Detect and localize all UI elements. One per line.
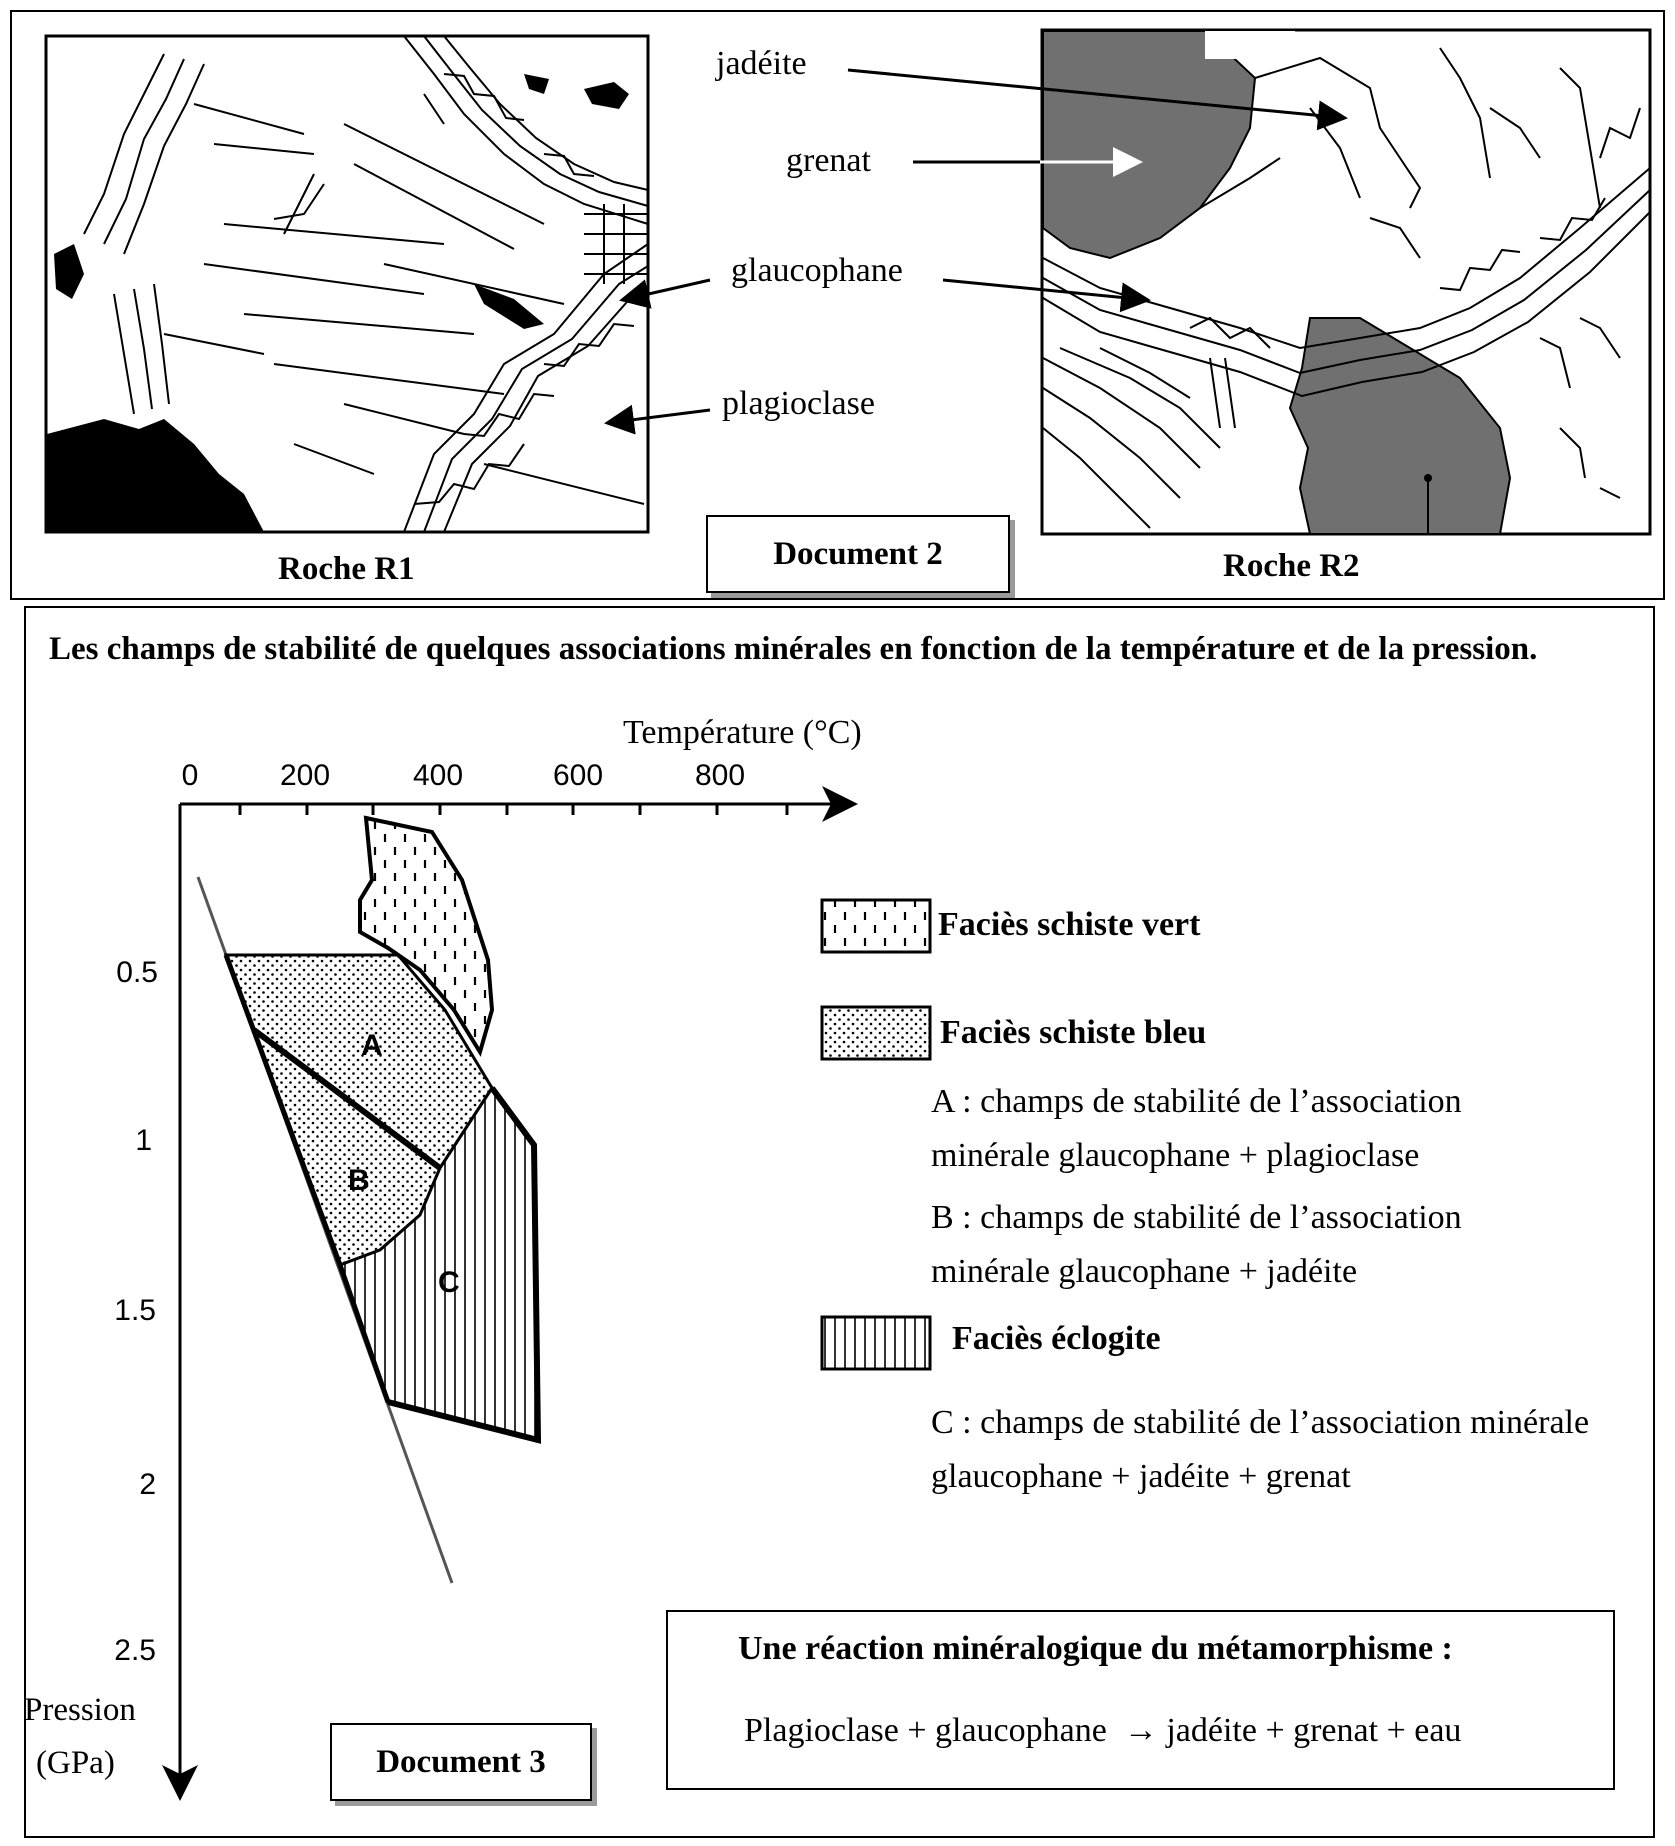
- label-plagioclase: plagioclase: [722, 385, 875, 422]
- x-axis-ticks: [238, 804, 789, 815]
- legend-eclogite: Faciès éclogite: [952, 1320, 1161, 1357]
- document2-frame: [10, 10, 1665, 600]
- r1-black-mass-left: [54, 244, 84, 299]
- glaucophane-arrow-r1: [619, 278, 711, 309]
- region-label-C: C: [438, 1266, 460, 1299]
- legend-swatch-schiste-bleu: [820, 1005, 932, 1061]
- r1-black-mass-bottom: [47, 419, 264, 532]
- x-tick-800: 800: [695, 759, 745, 792]
- document2-arrows: [604, 68, 1348, 435]
- reaction-equation: Plagioclase + glaucophane → jadéite + gr…: [744, 1712, 1462, 1749]
- x-tick-200: 200: [280, 759, 330, 792]
- document3-frame: [24, 606, 1655, 1838]
- jadeite-arrow: [847, 68, 1348, 131]
- y-tick-1.5: 1.5: [114, 1294, 156, 1327]
- grenat-mass-bottom: [1288, 317, 1512, 535]
- x-axis-label: Température (°C): [623, 714, 862, 751]
- rock-r1-label: Roche R1: [278, 551, 415, 587]
- glaucophane-arrow-r2: [942, 278, 1151, 313]
- label-glaucophane: glaucophane: [731, 252, 903, 289]
- legend-schiste-vert: Faciès schiste vert: [938, 906, 1201, 943]
- x-tick-600: 600: [553, 759, 603, 792]
- field-schiste-vert: [358, 815, 495, 1057]
- y-tick-1: 1: [135, 1124, 152, 1157]
- boundary-A-B: [252, 1027, 442, 1171]
- y-tick-2.5: 2.5: [114, 1634, 156, 1667]
- region-label-A: A: [361, 1029, 383, 1062]
- label-jadeite: jadéite: [716, 45, 807, 82]
- y-axis-label-line1: Pression: [24, 1692, 136, 1728]
- y-tick-2: 2: [139, 1468, 156, 1501]
- rock-r1-drawing: [44, 34, 650, 534]
- legend-desc-C: C : champs de stabilité de l’association…: [931, 1404, 1590, 1495]
- region-label-B: B: [348, 1164, 370, 1197]
- boundary-outer-left: [223, 954, 391, 1403]
- x-tick-400: 400: [413, 759, 463, 792]
- document2-title: Document 2: [706, 515, 1010, 593]
- legend-desc-A: A : champs de stabilité de l’association…: [931, 1083, 1462, 1174]
- reaction-title: Une réaction minéralogique du métamorphi…: [738, 1630, 1453, 1667]
- x-tick-0: 0: [182, 759, 199, 792]
- y-tick-0.5: 0.5: [116, 956, 158, 989]
- y-axis-label-line2: (GPa): [36, 1745, 115, 1781]
- legend-desc-B: B : champs de stabilité de l’association…: [931, 1199, 1462, 1290]
- legend-swatch-eclogite: [820, 1315, 932, 1371]
- document3-heading: Les champs de stabilité de quelques asso…: [49, 631, 1538, 667]
- document3-title: Document 3: [330, 1723, 592, 1801]
- reaction-box: Une réaction minéralogique du métamorphi…: [666, 1610, 1615, 1790]
- legend-swatch-schiste-vert: [820, 898, 932, 954]
- rock-r2-label: Roche R2: [1223, 548, 1360, 584]
- plagioclase-arrow: [604, 404, 711, 435]
- legend-schiste-bleu: Faciès schiste bleu: [940, 1014, 1207, 1051]
- boundary-eclogite: [387, 1086, 542, 1444]
- label-grenat: grenat: [786, 142, 871, 179]
- r1-black-mass-top: [584, 82, 629, 109]
